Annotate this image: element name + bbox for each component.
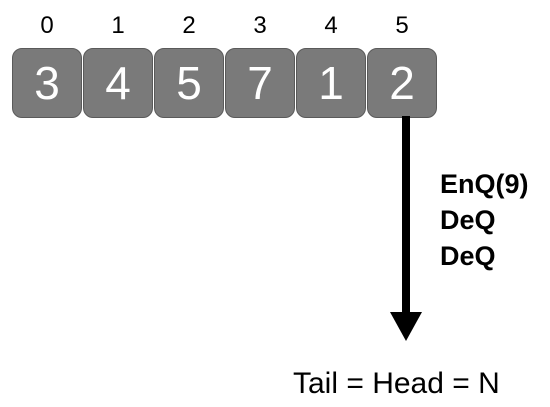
array-cell: 5 bbox=[154, 48, 224, 118]
array-index: 0 bbox=[40, 12, 54, 39]
arrow-head bbox=[390, 312, 422, 341]
array-index: 2 bbox=[182, 12, 196, 39]
pointer-status-label: Tail = Head = N bbox=[293, 367, 500, 400]
operation-enqueue: EnQ(9) bbox=[440, 169, 529, 199]
array-index: 3 bbox=[253, 12, 267, 39]
array-cell: 4 bbox=[83, 48, 153, 118]
array-cell: 3 bbox=[12, 48, 82, 118]
array-index: 5 bbox=[395, 12, 409, 39]
operation-dequeue: DeQ bbox=[440, 205, 496, 235]
array-cell: 7 bbox=[225, 48, 295, 118]
array-index: 4 bbox=[324, 12, 338, 39]
operation-dequeue: DeQ bbox=[440, 241, 496, 271]
array-index: 1 bbox=[111, 12, 125, 39]
array-cell: 1 bbox=[296, 48, 366, 118]
operation-list: EnQ(9) DeQ DeQ bbox=[440, 166, 529, 274]
